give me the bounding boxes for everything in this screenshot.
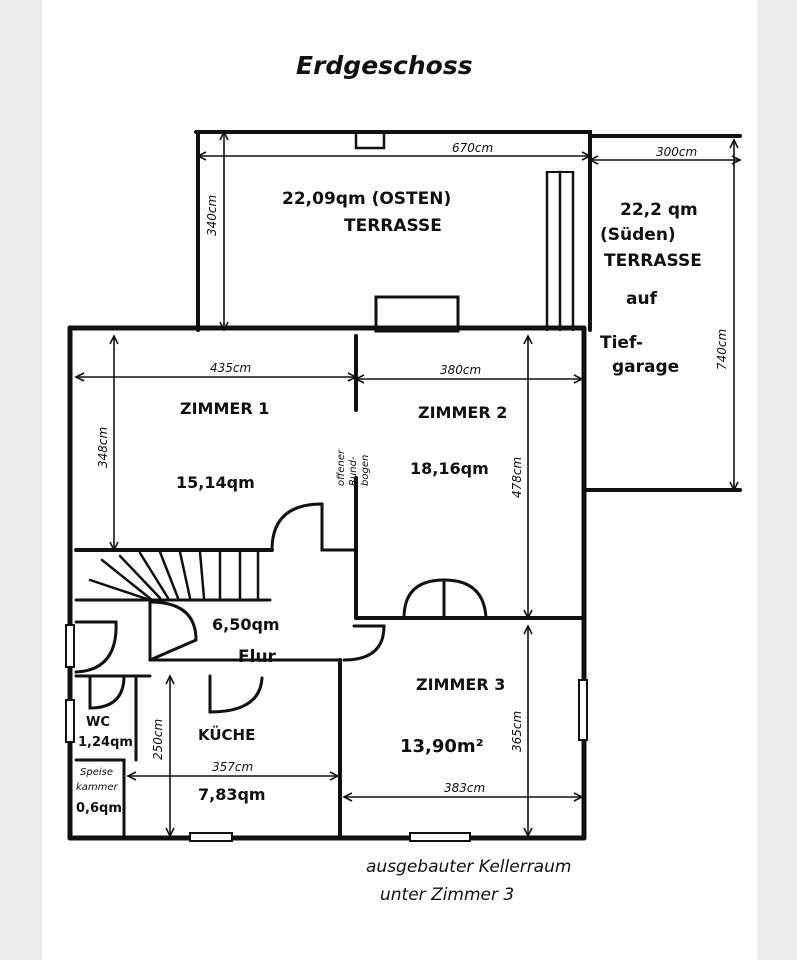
zimmer2-name: ZIMMER 2 — [418, 403, 507, 422]
wc-area: 1,24qm — [78, 735, 133, 750]
arch-note-line2: Rund- — [348, 456, 359, 486]
terrace-east-depth-label: 340cm — [205, 195, 219, 236]
kueche-width-label: 357cm — [212, 760, 253, 774]
zimmer2-area: 18,16qm — [410, 459, 489, 478]
terrace-south-name: TERRASSE — [604, 251, 702, 271]
footnote-line2: unter Zimmer 3 — [380, 885, 514, 905]
dimension-lines — [74, 130, 742, 838]
terrace-east-width-label: 670cm — [452, 141, 493, 155]
terrace-south-width-label: 300cm — [656, 145, 697, 159]
zimmer3-area: 13,90m² — [400, 736, 484, 757]
terrace-east-name: TERRASSE — [344, 216, 442, 236]
speisekammer-name-2: kammer — [76, 782, 119, 793]
zimmer2-width-label: 380cm — [440, 363, 481, 377]
wc-name: WC — [86, 715, 110, 730]
zimmer3-width-label: 383cm — [444, 781, 485, 795]
terrace-south-line5: garage — [612, 357, 679, 377]
speisekammer-area: 0,6qm — [76, 801, 122, 816]
kueche-name: KÜCHE — [198, 725, 255, 744]
terrace-south-line3: auf — [626, 289, 658, 309]
speisekammer-name-1: Speise — [80, 767, 113, 778]
plan-title: Erdgeschoss — [296, 51, 473, 80]
zimmer3-depth-label: 365cm — [510, 711, 524, 752]
terrace-south-orientation: (Süden) — [600, 225, 676, 245]
footnote-line1: ausgebauter Kellerraum — [366, 857, 571, 877]
zimmer1-depth-label: 348cm — [96, 427, 110, 468]
kueche-depth-label: 250cm — [151, 719, 165, 760]
flur-area: 6,50qm — [212, 615, 280, 634]
arch-note-line1: offener — [336, 449, 347, 486]
arch-note-line3: bogen — [360, 455, 371, 486]
terrace-south-line4: Tief- — [600, 333, 643, 353]
terrace-south-depth-label: 740cm — [715, 329, 729, 370]
arch-note: offener Rund- bogen — [336, 449, 371, 486]
zimmer3-name: ZIMMER 3 — [416, 675, 505, 694]
terrace-east-area: 22,09qm (OSTEN) — [282, 189, 451, 209]
zimmer1-area: 15,14qm — [176, 473, 255, 492]
wall-lines — [65, 130, 742, 842]
zimmer1-width-label: 435cm — [210, 361, 251, 375]
zimmer2-depth-label: 478cm — [510, 457, 524, 498]
kueche-area: 7,83qm — [198, 785, 266, 804]
zimmer1-name: ZIMMER 1 — [180, 399, 269, 418]
flur-name: Flur — [238, 647, 277, 667]
terrace-south-area: 22,2 qm — [620, 200, 698, 220]
